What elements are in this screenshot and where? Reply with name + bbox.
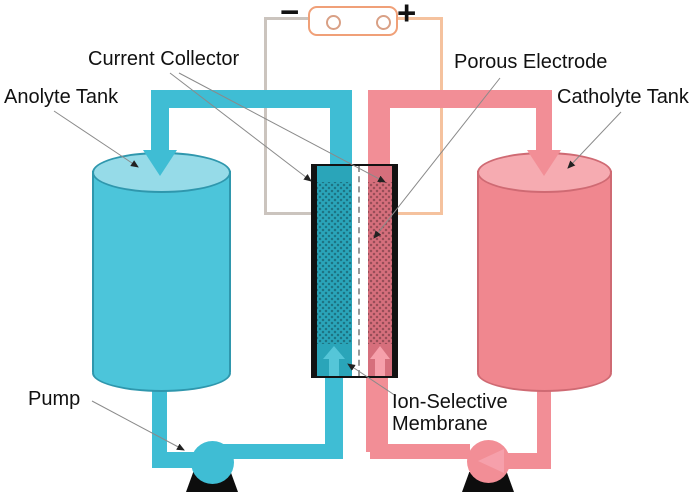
- anolyte-pipe-cell-riser: [325, 378, 343, 452]
- wire-positive-bottom: [397, 212, 443, 215]
- electrode-texture: [317, 182, 352, 344]
- catholyte-cell-flow-arrow-icon: [370, 346, 390, 359]
- cell-stack: [311, 164, 398, 378]
- catholyte-pipe-bottom-outlet: [370, 444, 470, 459]
- catholyte-pipe-cell-top: [368, 100, 390, 166]
- battery-terminal-right-icon: [376, 15, 391, 30]
- electrode-texture: [368, 182, 392, 344]
- catholyte-flow-arrow-icon: [478, 449, 504, 473]
- battery-terminal-left-icon: [326, 15, 341, 30]
- catholyte-cell-flow-stem: [375, 358, 385, 376]
- membrane-label-line1: Ion-Selective: [392, 391, 508, 413]
- wire-positive-top: [396, 17, 443, 20]
- catholyte-tank-body: [477, 171, 612, 372]
- plus-sign: +: [397, 0, 417, 31]
- wire-negative-top: [264, 17, 310, 20]
- catholyte-tank-label: Catholyte Tank: [557, 86, 689, 108]
- anolyte-pipe-bottom-outlet: [210, 444, 343, 459]
- anolyte-pipe-top: [151, 90, 352, 108]
- catholyte-pipe-cell-riser: [366, 378, 388, 452]
- anolyte-tank-label: Anolyte Tank: [4, 86, 119, 108]
- ion-selective-membrane: [352, 166, 368, 376]
- catholyte-pipe-tank-outlet: [537, 376, 551, 469]
- membrane-label-line2: Membrane: [392, 413, 488, 435]
- anolyte-pump-icon: [191, 441, 234, 484]
- anolyte-tank-body: [92, 171, 231, 372]
- porous-electrode-label: Porous Electrode: [454, 51, 608, 73]
- battery-icon: [308, 6, 398, 36]
- wire-negative-bottom: [264, 212, 312, 215]
- anolyte-pipe-cell-top: [330, 100, 352, 166]
- catholyte-pipe-top: [368, 90, 552, 108]
- anolyte-cell-flow-stem: [329, 358, 339, 376]
- wire-negative-vertical: [264, 17, 267, 215]
- pump-label: Pump: [28, 388, 81, 410]
- current-collector-label: Current Collector: [88, 48, 240, 70]
- membrane-dashed-line: [358, 166, 360, 376]
- anolyte-cell-flow-arrow-icon: [323, 346, 345, 359]
- anolyte-pipe-tank-return: [151, 100, 169, 152]
- minus-sign: −: [280, 0, 300, 30]
- porous-electrode-anolyte: [317, 166, 352, 376]
- catholyte-pipe-bottom-inlet: [500, 453, 551, 469]
- anolyte-return-arrow-icon: [143, 150, 177, 176]
- catholyte-return-arrow-icon: [527, 150, 561, 176]
- catholyte-pipe-tank-return: [536, 100, 552, 152]
- wire-positive-vertical: [440, 17, 443, 215]
- porous-electrode-catholyte: [368, 166, 392, 376]
